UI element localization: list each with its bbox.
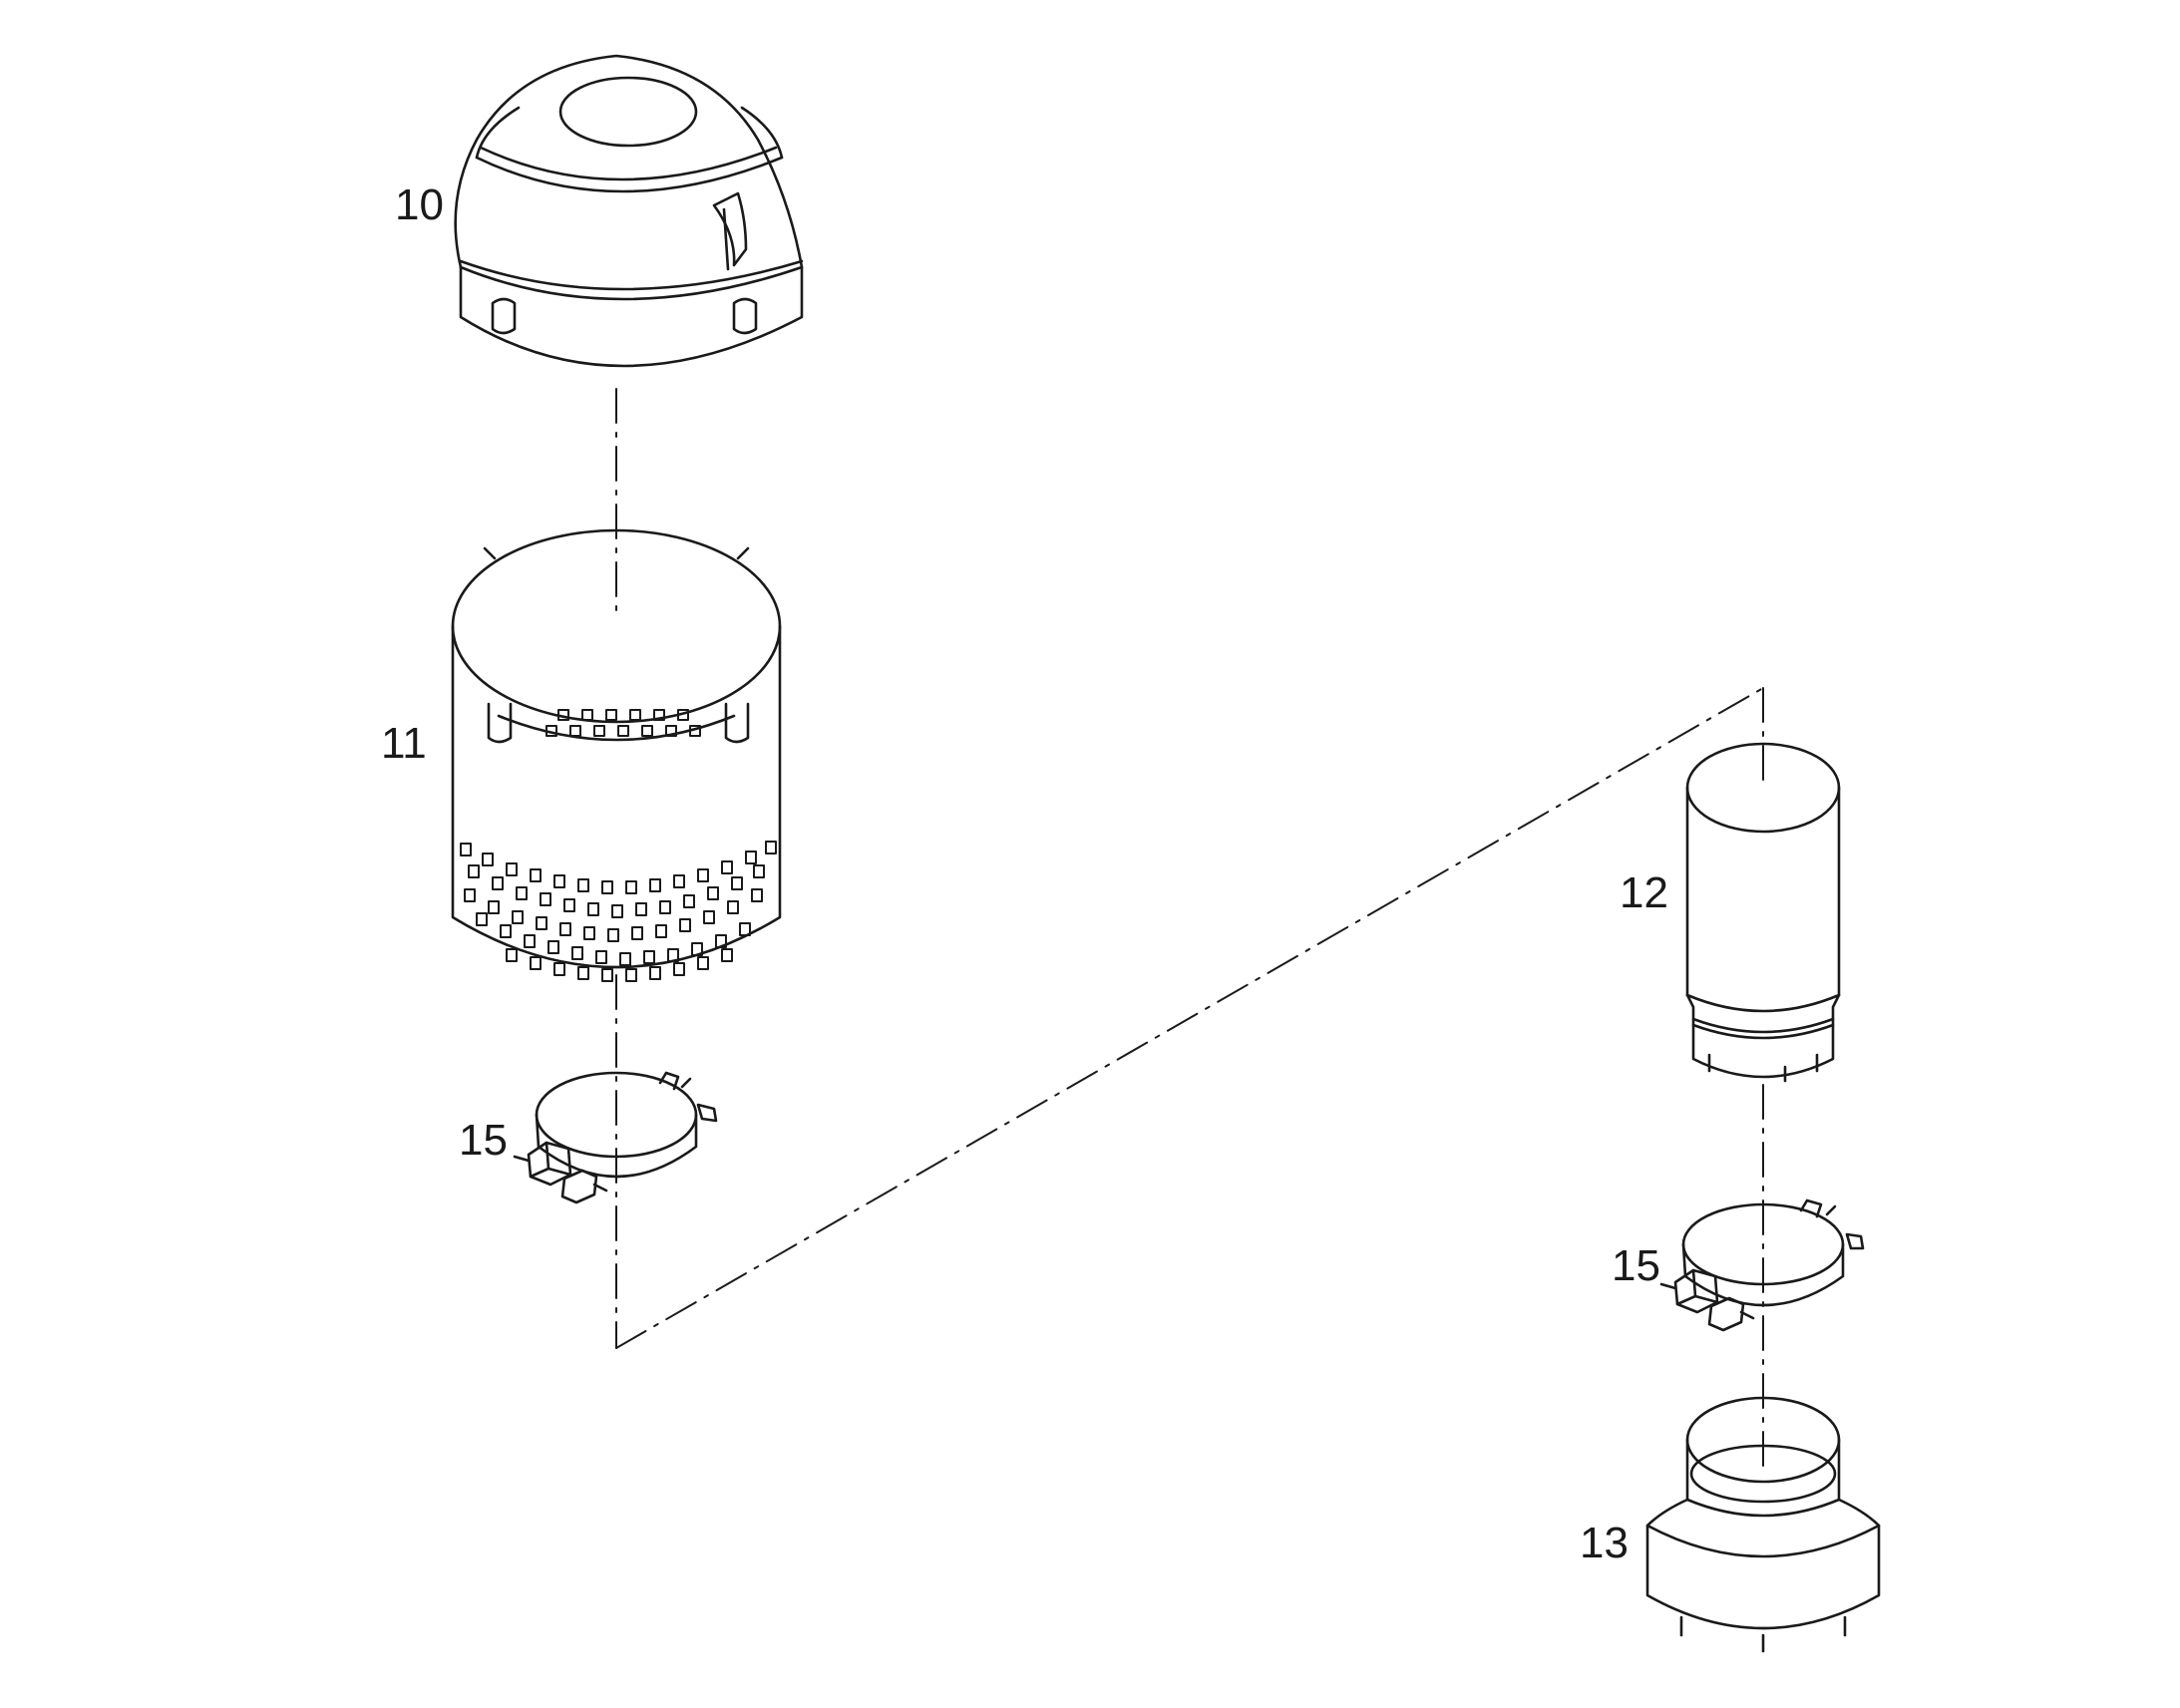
callout-13: 13 [1580,1519,1629,1567]
perforation-holes [460,709,777,982]
callout-15-left: 15 [459,1116,508,1165]
callout-labels: 10 11 12 13 15 15 [381,180,1668,1567]
tube-part [1685,742,1841,1083]
perforated-screen-part [451,528,782,982]
reducer-part [1645,1396,1881,1653]
clamp-right-part [1659,1198,1865,1332]
assembly-centerlines [615,388,1764,1467]
callout-11: 11 [381,719,427,768]
cap-part [454,54,804,368]
callout-10: 10 [395,180,444,229]
clamp-left-part [513,1071,718,1204]
callout-15-right: 15 [1612,1241,1660,1290]
callout-12: 12 [1620,868,1668,917]
